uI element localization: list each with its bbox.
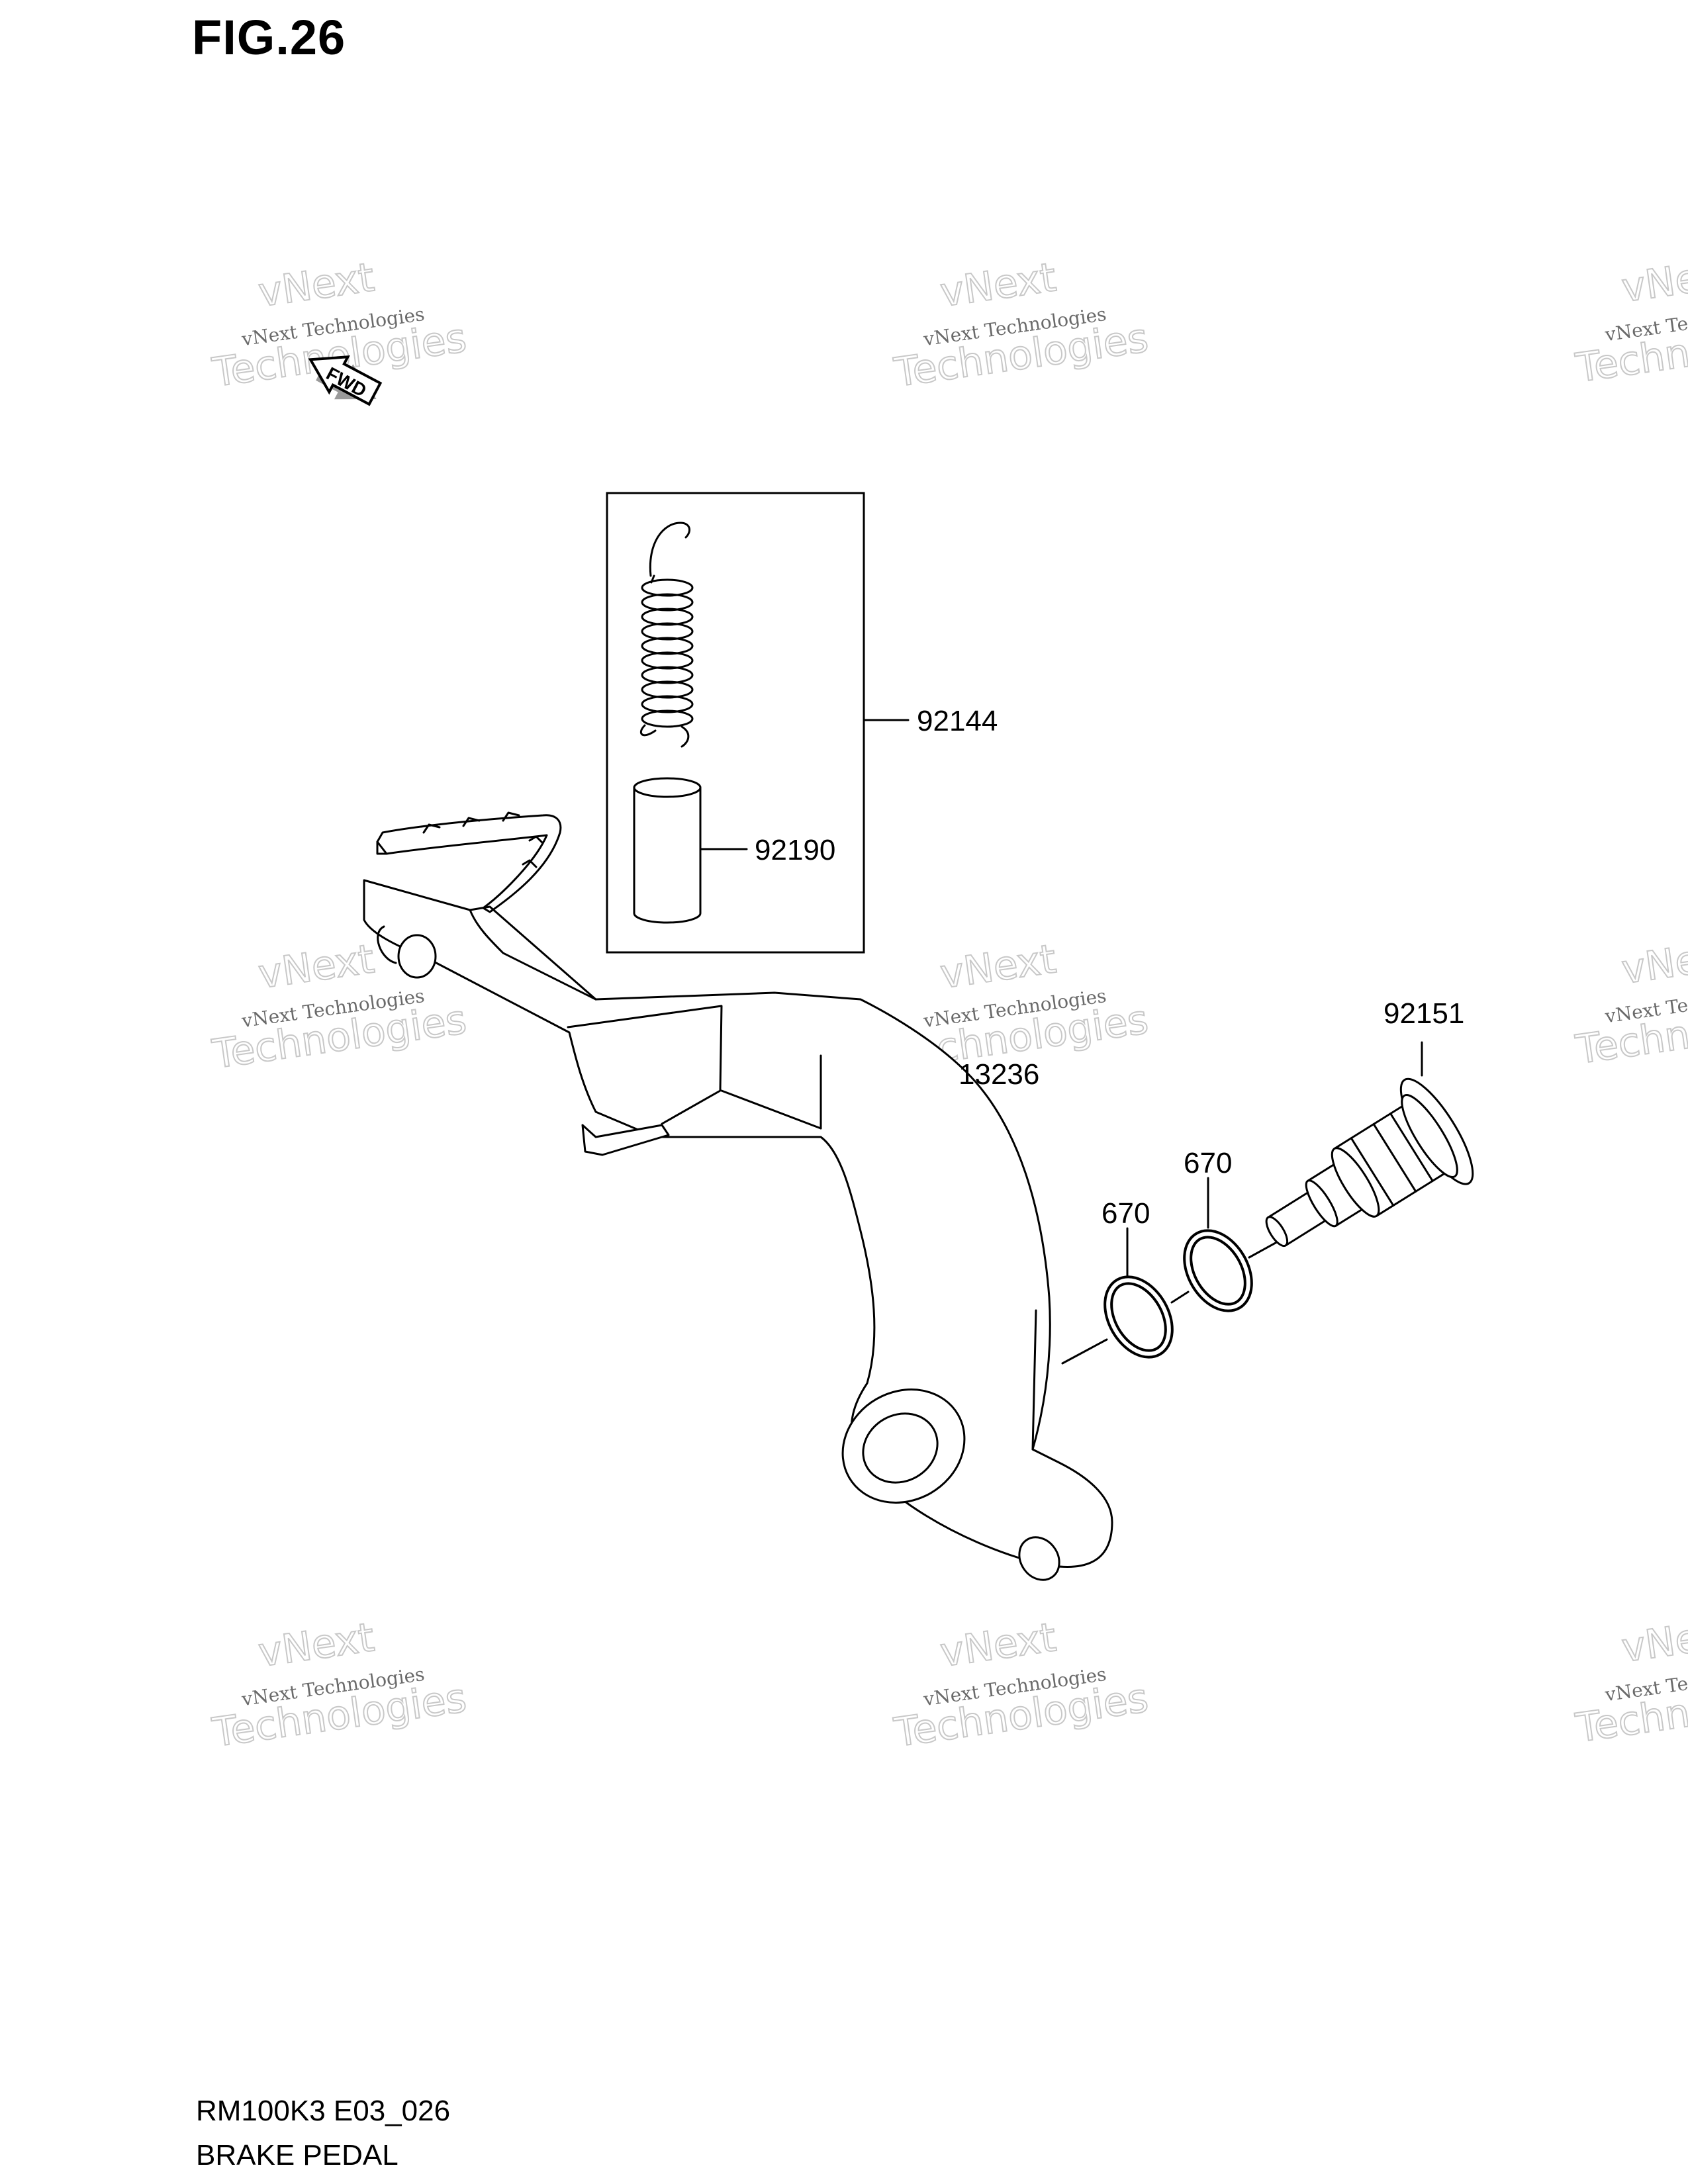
watermark-brand: vNext [256, 1614, 377, 1676]
watermark-brand: vNext [1619, 1610, 1688, 1672]
watermark-brand: vNext [1619, 931, 1688, 993]
watermark-group: vNext Technologies vNext Technologies vN… [209, 249, 1688, 1757]
figure-title: FIG.26 [192, 10, 346, 65]
pivot-shaft [1265, 1077, 1474, 1248]
callout-92151: 92151 [1383, 997, 1464, 1030]
return-spring [640, 522, 694, 748]
callout-92190: 92190 [755, 834, 835, 866]
watermark-brand: vNext [937, 254, 1058, 316]
watermark-brand: vNext [256, 936, 377, 998]
callout-92144: 92144 [917, 705, 998, 737]
o-ring-lower [1103, 1275, 1174, 1359]
kit-box [606, 492, 865, 954]
callout-13236: 13236 [959, 1058, 1039, 1091]
watermark-brand: vNext [937, 936, 1058, 998]
brake-pedal [363, 811, 1113, 1581]
watermark-brand: vNext [256, 254, 377, 316]
fwd-arrow-icon: FWD [308, 355, 383, 406]
callout-670-lower: 670 [1102, 1197, 1150, 1230]
sleeve [633, 777, 702, 924]
o-ring-upper [1183, 1229, 1253, 1312]
watermark-brand: vNext [937, 1614, 1058, 1676]
callout-670-upper: 670 [1184, 1147, 1232, 1179]
watermark-brand: vNext [1619, 250, 1688, 312]
diagram-name: BRAKE PEDAL [196, 2139, 399, 2171]
diagram-code: RM100K3 E03_026 [196, 2095, 451, 2127]
